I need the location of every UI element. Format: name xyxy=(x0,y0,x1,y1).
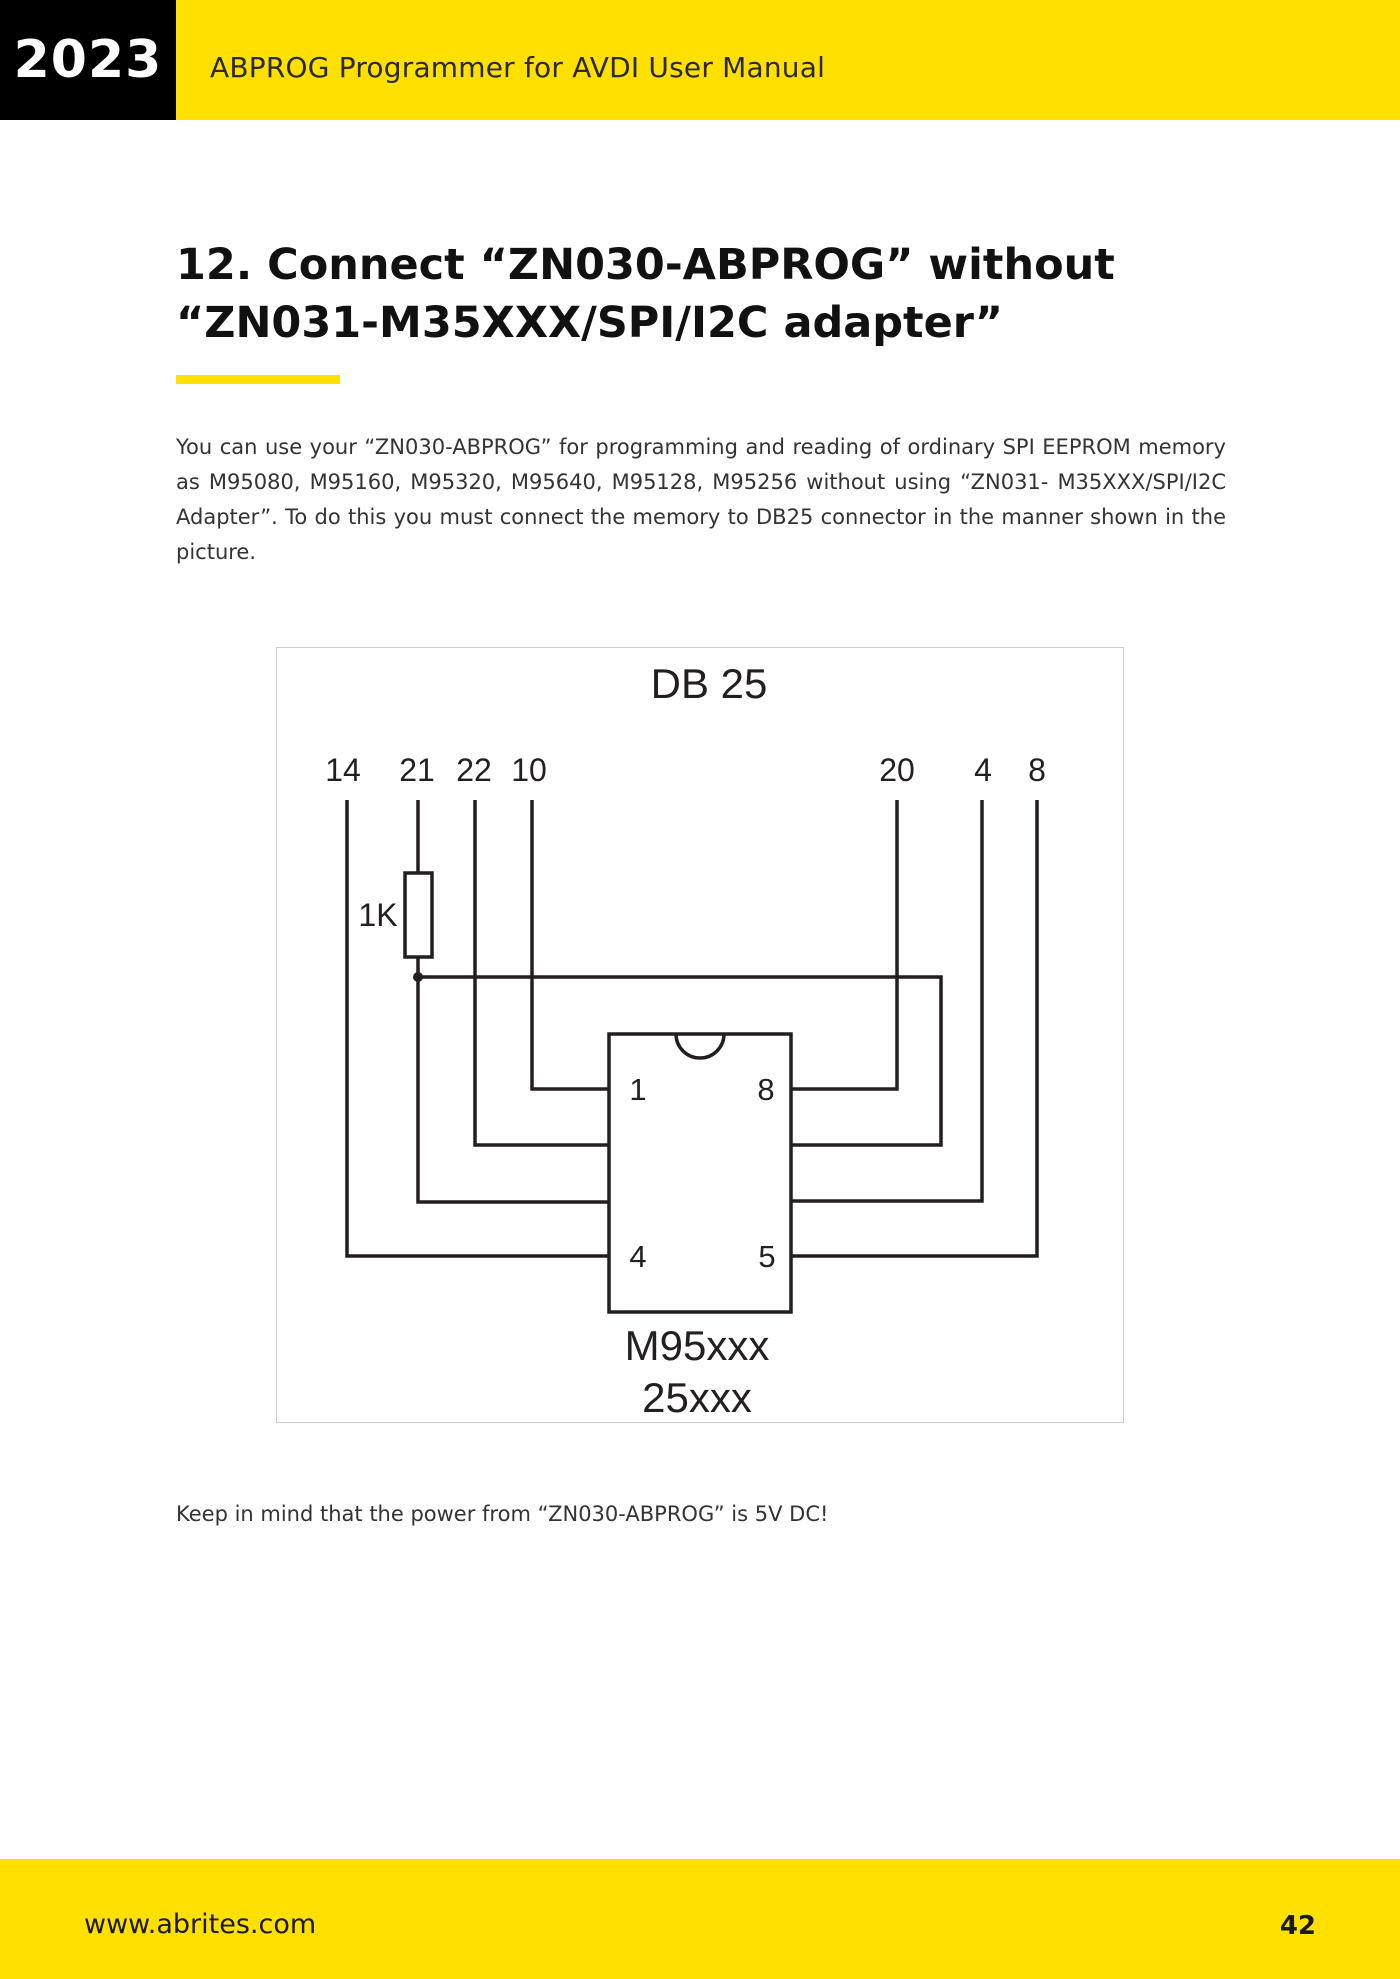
db25-pin-label: 14 xyxy=(325,752,361,788)
db25-pin-label: 21 xyxy=(399,752,435,788)
chip-label-secondary: 25xxx xyxy=(642,1374,752,1421)
chip-notch xyxy=(674,1033,726,1060)
body-paragraph: You can use your “ZN030-ABPROG” for prog… xyxy=(176,435,1226,564)
connector-label: DB 25 xyxy=(651,660,768,707)
chip-label-primary: M95xxx xyxy=(625,1322,770,1369)
section-title: 12. Connect “ZN030-ABPROG” without “ZN03… xyxy=(176,240,1115,348)
wire-pin20 xyxy=(791,800,899,1091)
wire-resistor-down xyxy=(416,957,609,1204)
eeprom-chip xyxy=(607,1032,793,1314)
db25-pin-label: 20 xyxy=(879,752,915,788)
header-bar: 2023 ABPROG Programmer for AVDI User Man… xyxy=(0,0,1400,120)
resistor-1k xyxy=(403,871,434,959)
chip-pin-label: 5 xyxy=(758,1239,775,1274)
wire-pin22 xyxy=(473,800,609,1147)
website-link[interactable]: www.abrites.com xyxy=(84,1909,317,1940)
wire-pin8 xyxy=(791,800,1039,1258)
db25-pin-label: 8 xyxy=(1028,752,1046,788)
junction-dot xyxy=(413,972,423,982)
footer-bar: www.abrites.com 42 xyxy=(0,1859,1400,1979)
wire-pin14 xyxy=(345,800,609,1258)
title-underline xyxy=(176,375,340,384)
resistor-label: 1K xyxy=(358,897,397,933)
year-badge: 2023 xyxy=(0,0,176,120)
power-note: Keep in mind that the power from “ZN030-… xyxy=(176,1502,829,1526)
wiring-diagram-svg: DB 25 14 21 22 10 20 4 8 1K 1 xyxy=(325,660,1046,1421)
wire-pin4 xyxy=(791,800,984,1203)
chip-pin-label: 1 xyxy=(629,1072,646,1107)
chip-pin-label: 4 xyxy=(629,1239,646,1274)
page-number: 42 xyxy=(1279,1911,1316,1941)
manual-title: ABPROG Programmer for AVDI User Manual xyxy=(210,51,826,84)
wire-junction-loop xyxy=(418,975,943,1147)
db25-pin-label: 22 xyxy=(456,752,492,788)
wire-pin10 xyxy=(530,800,609,1091)
db25-pin-label: 4 xyxy=(974,752,992,788)
chip-pin-label: 8 xyxy=(757,1072,774,1107)
wiring-diagram: DB 25 14 21 22 10 20 4 8 1K 1 xyxy=(276,647,1124,1423)
db25-pin-label: 10 xyxy=(511,752,547,788)
